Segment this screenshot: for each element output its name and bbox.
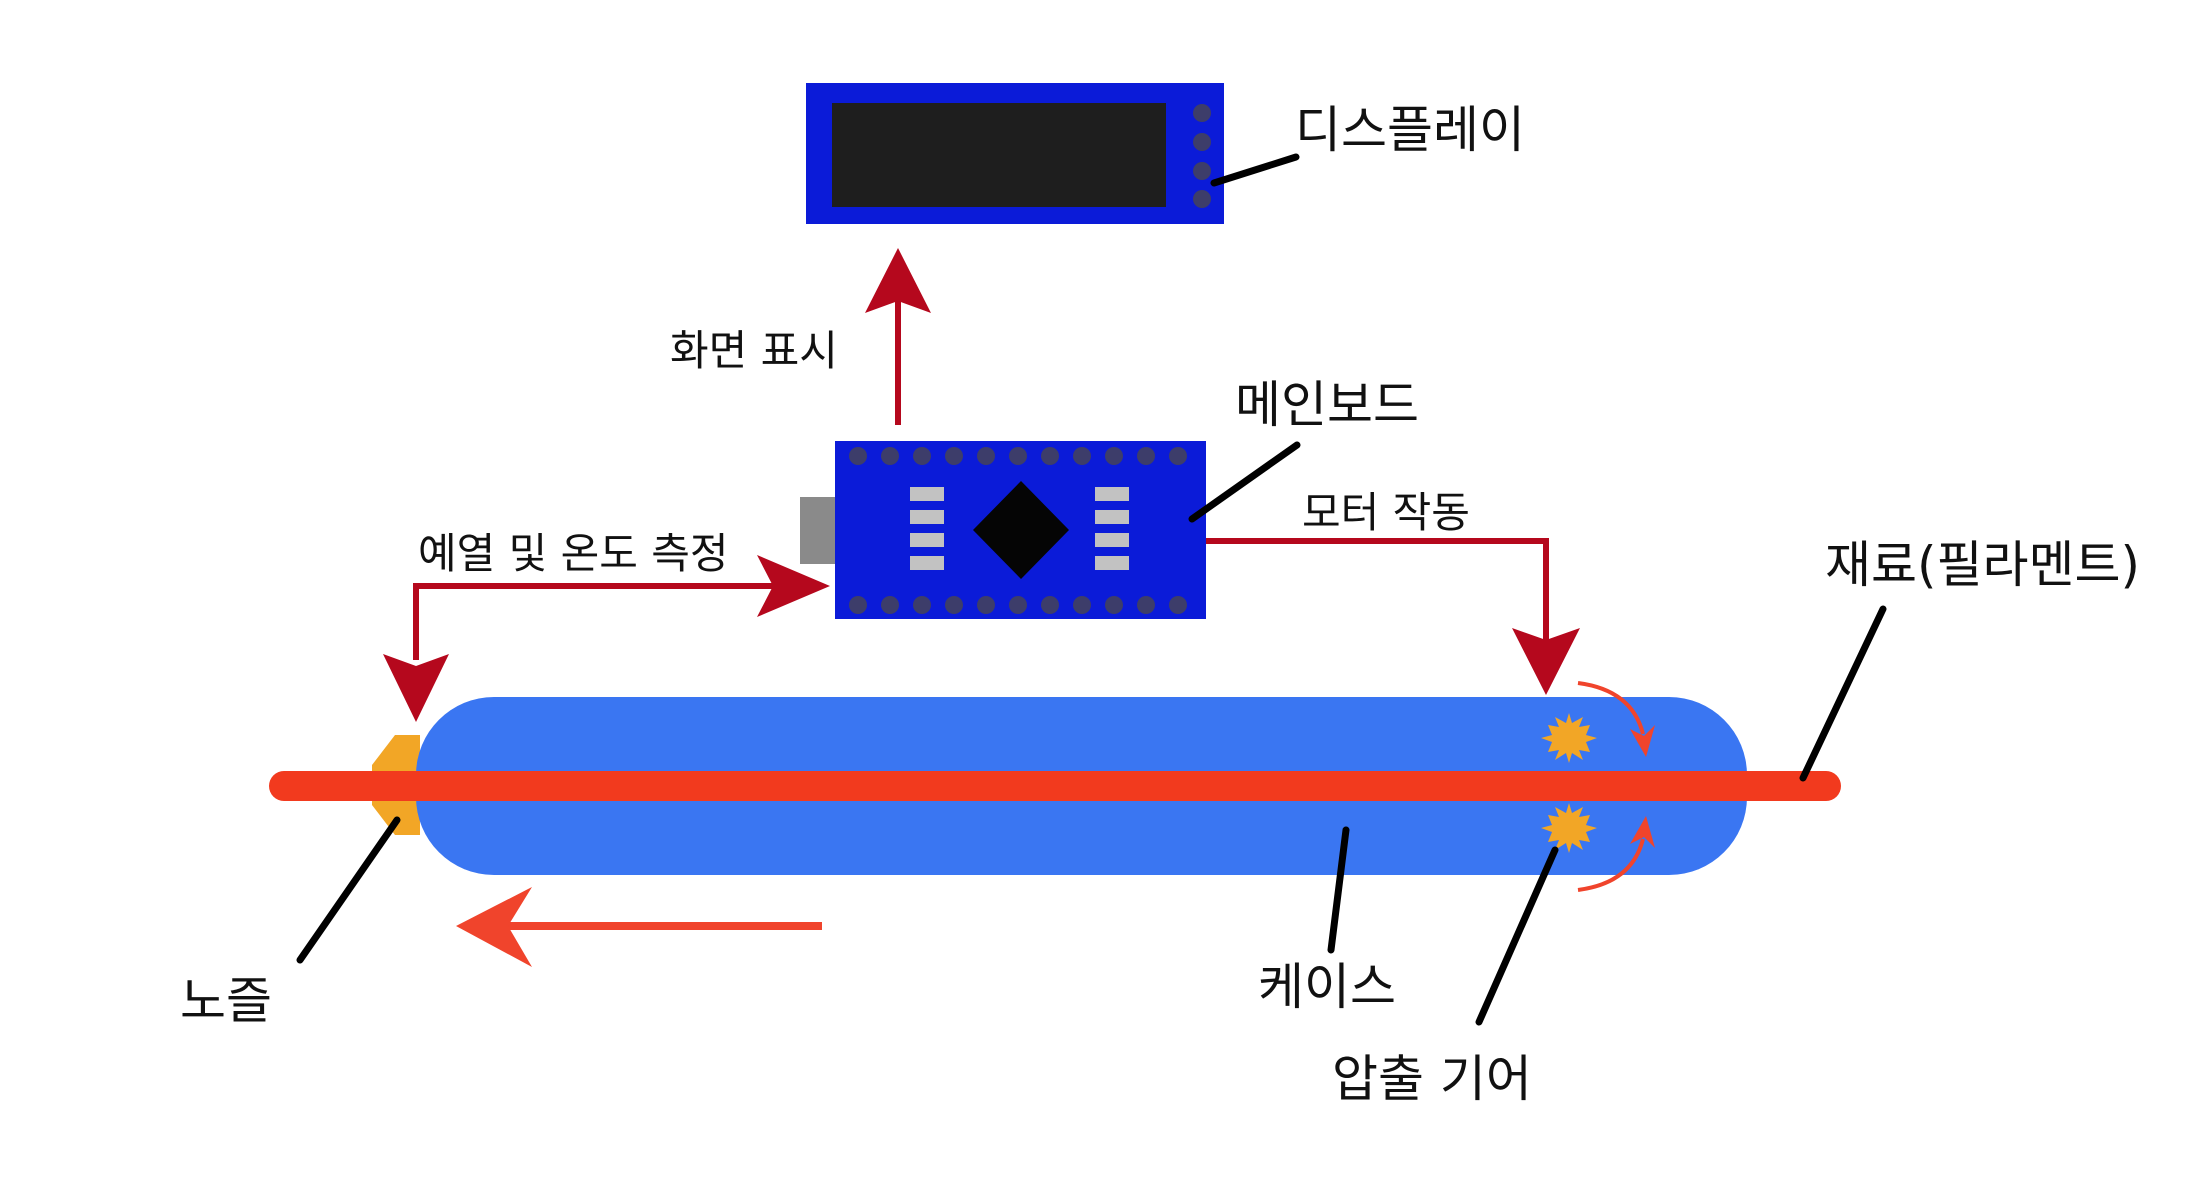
extrusion-direction-arrow [456,887,822,967]
label-motor: 모터 작동 [1302,488,1470,537]
pin [977,596,995,614]
pin [1137,596,1155,614]
label-filament: 재료(필라멘트) [1825,536,2140,594]
pad [910,533,944,547]
label-mainboard: 메인보드 [1235,376,1419,434]
arrow-motor [1205,538,1580,695]
display-pin [1193,190,1211,208]
mainboard-pads-right [1095,487,1129,570]
leader-nozzle [296,816,401,964]
pin [913,596,931,614]
leader-case [1327,826,1350,954]
label-display: 디스플레이 [1295,101,1525,159]
label-case: 케이스 [1258,958,1396,1016]
arrow-preheat-loop [383,555,830,722]
pin [945,596,963,614]
extrusion-gear-bottom [1541,803,1597,853]
leader-filament [1799,605,1887,782]
mainboard [800,441,1206,619]
label-show-screen: 화면 표시 [670,326,838,375]
gear-rotation-arrow-top [1577,681,1655,757]
leader-gear [1475,846,1559,1026]
pin [1009,596,1027,614]
pad [910,487,944,501]
pin [1041,447,1059,465]
pad [1095,487,1129,501]
pad [910,510,944,524]
pad [1095,533,1129,547]
mcu-chip [973,481,1069,579]
pad [910,556,944,570]
leader-display [1210,153,1300,187]
mainboard-pins-top [849,447,1187,465]
pin [881,596,899,614]
label-gear: 압출 기어 [1332,1050,1532,1108]
display-pin [1193,162,1211,180]
pad [1095,510,1129,524]
pin [1073,596,1091,614]
pin [1137,447,1155,465]
display-screen [832,103,1166,207]
pin [945,447,963,465]
pin [1105,447,1123,465]
extrusion-gear-top [1541,713,1597,763]
label-preheat: 예열 및 온도 측정 [418,529,729,578]
arrow-to-display [865,248,931,425]
display-pin [1193,133,1211,151]
pin [913,447,931,465]
pin [977,447,995,465]
pin [1169,596,1187,614]
leader-mainboard [1188,441,1301,523]
pin [1041,596,1059,614]
pin [881,447,899,465]
pen-body [269,681,1841,967]
pin [1073,447,1091,465]
display-module [806,83,1224,224]
pin [849,447,867,465]
pin [849,596,867,614]
label-nozzle: 노즐 [180,972,272,1030]
pin [1169,447,1187,465]
mainboard-pads-left [910,487,944,570]
display-pin [1193,104,1211,122]
pin [1105,596,1123,614]
leader-lines [296,153,1887,1026]
gear-rotation-arrow-bottom [1577,816,1655,892]
mainboard-pins-bottom [849,596,1187,614]
pin [1009,447,1027,465]
pad [1095,556,1129,570]
